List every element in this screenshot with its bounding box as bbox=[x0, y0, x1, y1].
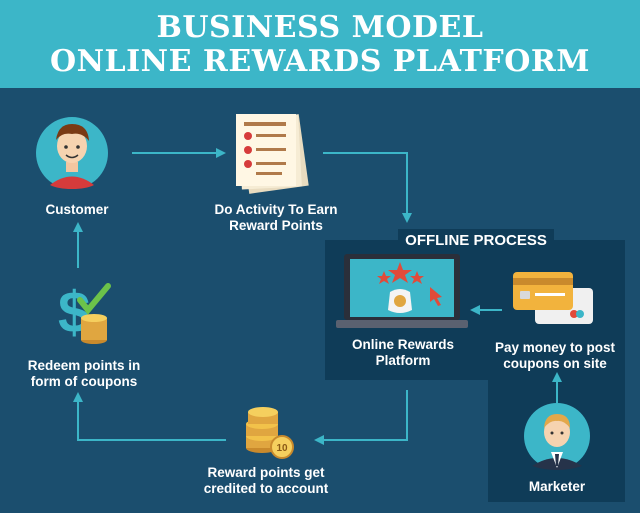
arrow-heads bbox=[73, 148, 562, 445]
customer-label-text: Customer bbox=[45, 202, 109, 217]
credited-label-line-1: Reward points get bbox=[207, 465, 325, 480]
arrow-platform-to-credited bbox=[322, 390, 408, 441]
marketer-label: Marketer bbox=[500, 479, 614, 495]
offline-process-title: OFFLINE PROCESS bbox=[398, 229, 554, 253]
flow-arrows bbox=[77, 152, 558, 441]
coin-stack-icon: 10 bbox=[246, 407, 294, 459]
redeem-label: Redeem points in form of coupons bbox=[12, 358, 156, 390]
laptop-icon bbox=[336, 254, 468, 328]
redeem-label-line-1: Redeem points in bbox=[27, 358, 141, 373]
redeem-label-line-2: form of coupons bbox=[30, 374, 138, 389]
dollar-coins-icon: $ bbox=[58, 280, 111, 345]
title-line-2: ONLINE REWARDS PLATFORM bbox=[49, 44, 590, 79]
activity-label-line-1: Do Activity To Earn bbox=[214, 202, 338, 217]
pay-label-line-1: Pay money to post bbox=[494, 340, 616, 355]
customer-avatar-icon bbox=[36, 117, 108, 189]
pay-label: Pay money to post coupons on site bbox=[484, 340, 626, 372]
platform-label-line-2: Platform bbox=[375, 353, 431, 368]
platform-label: Online Rewards Platform bbox=[330, 337, 476, 369]
customer-label: Customer bbox=[22, 202, 132, 218]
marketer-label-text: Marketer bbox=[528, 479, 586, 494]
coin-value: 10 bbox=[276, 443, 288, 454]
credited-label: Reward points get credited to account bbox=[186, 465, 346, 497]
activity-label-line-2: Reward Points bbox=[229, 218, 323, 233]
marketer-avatar-icon bbox=[524, 403, 590, 470]
credit-cards-icon bbox=[513, 272, 593, 324]
title-banner: BUSINESS MODEL ONLINE REWARDS PLATFORM bbox=[0, 0, 640, 88]
pay-label-line-2: coupons on site bbox=[503, 356, 607, 371]
title-line-1: BUSINESS MODEL bbox=[156, 10, 484, 45]
arrow-activity-to-platform bbox=[323, 152, 408, 215]
activity-label: Do Activity To Earn Reward Points bbox=[196, 202, 356, 234]
platform-label-line-1: Online Rewards bbox=[351, 337, 455, 352]
checklist-document-icon bbox=[236, 114, 309, 194]
arrow-credited-to-redeem bbox=[77, 400, 226, 441]
credited-label-line-2: credited to account bbox=[203, 481, 329, 496]
